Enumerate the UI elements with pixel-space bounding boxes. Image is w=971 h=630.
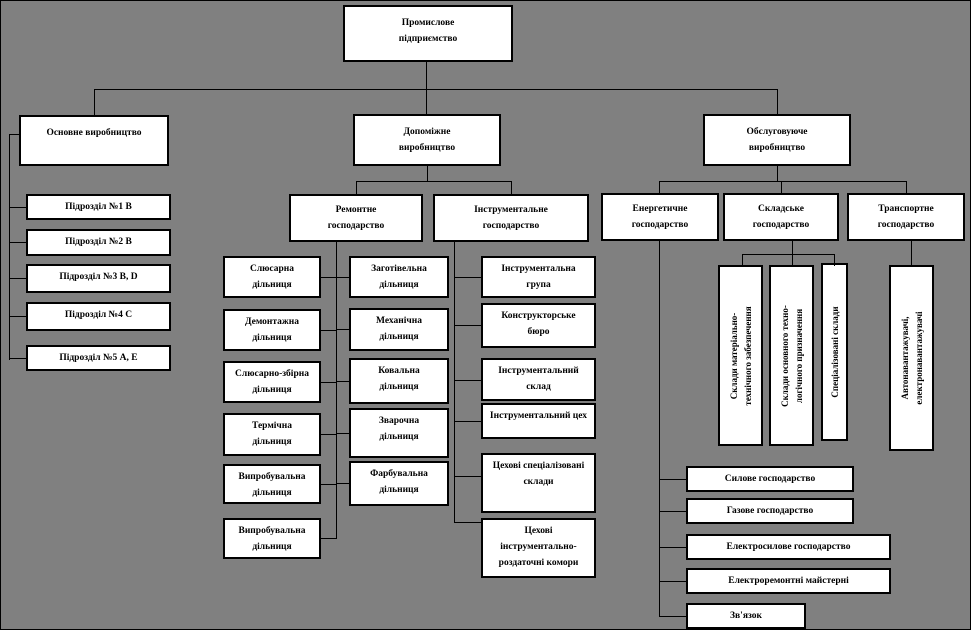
connector-line [321, 434, 337, 435]
transport-unit-label-0: Автонавантажувачі, електронавантажувачі [899, 311, 924, 405]
unit-box-podrozdil-3: Підрозділ №3 В, D [26, 264, 171, 293]
tools-unit-box-0: Інструментальна група [481, 256, 596, 298]
repair-col1-box-4: Випробувальна дільниця [223, 464, 321, 504]
connector-line [659, 616, 687, 617]
connector-line [659, 181, 660, 194]
connector-line [336, 483, 350, 484]
connector-line [659, 581, 687, 582]
connector-line [911, 241, 912, 266]
warehouse-unit-label-2: Спеціалізовані склади [829, 306, 840, 398]
connector-line [659, 479, 687, 480]
repair-col2-box-4: Фарбувальна дільниця [349, 461, 449, 506]
connector-line [321, 277, 337, 278]
connector-line [742, 254, 743, 266]
connector-line [427, 166, 428, 182]
energy-unit-box-0: Силове господарство [686, 466, 854, 492]
connector-line [906, 181, 907, 194]
connector-line [426, 61, 427, 89]
energy-unit-box-2: Електросилове господарство [686, 534, 891, 560]
repair-col1-box-5: Випробувальна дільниця [223, 518, 321, 559]
repair-col1-box-0: Слюсарна дільниця [223, 256, 321, 298]
repair-col2-box-1: Механічна дільниця [349, 308, 449, 351]
connector-line [777, 89, 778, 115]
unit-box-podrozdil-2: Підрозділ №2 В [26, 229, 171, 256]
repair-col1-box-3: Термічна дільниця [223, 413, 321, 456]
connector-line [336, 329, 350, 330]
connector-line [94, 89, 95, 116]
connector-line [454, 325, 482, 326]
energy-unit-box-3: Електроремонтні майстерні [686, 568, 891, 594]
connector-line [659, 181, 907, 182]
connector-line [9, 316, 27, 317]
connector-line [454, 241, 455, 523]
tools-unit-box-2: Інструментальний склад [481, 358, 596, 401]
repair-col2-box-0: Заготівельна дільниця [349, 256, 449, 298]
energy-unit-box-4: Зв'язок [686, 603, 806, 629]
tool-facility-box: Інструментальне господарство [433, 194, 589, 242]
connector-line [321, 382, 337, 383]
connector-line [321, 484, 337, 485]
connector-line [336, 381, 350, 382]
connector-line [454, 522, 482, 523]
repair-col2-box-3: Зварочна дільниця [349, 408, 449, 458]
warehouse-unit-label-0: Склади матеріально- технічного забезпече… [728, 305, 753, 406]
tools-unit-box-5: Цехові інструментально- роздаточні комор… [481, 518, 596, 578]
energy-unit-box-1: Газове господарство [686, 498, 854, 524]
auxiliary-production-box: Допоміжне виробництво [353, 114, 501, 166]
transport-unit-box-0: Автонавантажувачі, електронавантажувачі [889, 265, 934, 451]
connector-line [336, 241, 337, 539]
connector-line [454, 380, 482, 381]
connector-line [9, 358, 27, 359]
connector-line [454, 277, 482, 278]
tools-unit-box-1: Конструкторське бюро [481, 303, 596, 348]
connector-line [356, 181, 357, 195]
connector-line [511, 181, 512, 195]
connector-line [9, 134, 20, 135]
tools-unit-box-3: Інструментальний цех [481, 403, 596, 439]
unit-box-podrozdil-5: Підрозділ №5 А, Е [26, 345, 171, 371]
connector-line [777, 166, 778, 182]
connector-line [659, 511, 687, 512]
connector-line [834, 254, 835, 266]
connector-line [426, 89, 427, 115]
repair-col1-box-1: Демонтажна дільниця [223, 309, 321, 351]
warehouse-unit-label-1: Склади основного техно- логічного призна… [779, 304, 804, 407]
warehouse-unit-box-2: Спеціалізовані склади [821, 263, 848, 441]
unit-box-podrozdil-4: Підрозділ №4 С [26, 302, 171, 331]
repair-facility-box: Ремонтне господарство [289, 194, 423, 242]
connector-line [356, 181, 512, 182]
repair-col2-box-2: Ковальна дільниця [349, 358, 449, 404]
connector-line [321, 330, 337, 331]
connector-line [781, 181, 782, 194]
connector-line [742, 254, 835, 255]
energy-facility-box: Енергетичне господарство [601, 193, 719, 241]
warehouse-unit-box-1: Склади основного техно- логічного призна… [769, 265, 814, 446]
service-production-box: Обслуговуюче виробництво [703, 114, 851, 166]
unit-box-podrozdil-1: Підрозділ №1 В [26, 194, 171, 220]
connector-line [659, 241, 660, 617]
warehouse-facility-box: Складське господарство [723, 193, 839, 241]
connector-line [9, 242, 27, 243]
connector-line [9, 278, 27, 279]
connector-line [336, 433, 350, 434]
connector-line [792, 241, 793, 266]
connector-line [321, 538, 337, 539]
connector-line [336, 277, 350, 278]
connector-line [9, 207, 27, 208]
warehouse-unit-box-0: Склади матеріально- технічного забезпече… [718, 265, 763, 446]
transport-facility-box: Транспортне господарство [847, 193, 965, 241]
connector-line [9, 134, 10, 360]
connector-line [454, 421, 482, 422]
main-production-box: Основне виробництво [19, 115, 169, 166]
connector-line [454, 476, 482, 477]
repair-col1-box-2: Слюсарно-збірна дільниця [223, 361, 321, 403]
connector-line [94, 89, 778, 90]
connector-line [659, 547, 687, 548]
tools-unit-box-4: Цехові спеціалізовані склади [481, 453, 596, 513]
root-box: Промислове підприємство [343, 5, 513, 62]
